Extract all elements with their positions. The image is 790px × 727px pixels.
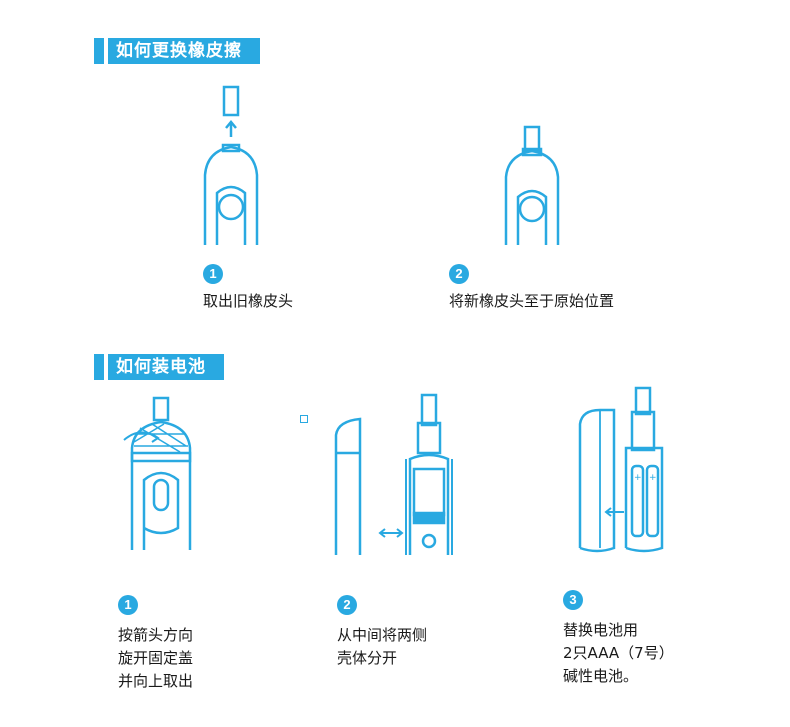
section-header-eraser: 如何更换橡皮擦 [94,38,260,64]
battery-step-2: 2 从中间将两侧 壳体分开 [337,595,427,670]
step-caption: 按箭头方向 旋开固定盖 并向上取出 [118,626,194,690]
step-number-badge: 2 [337,595,357,615]
step-caption: 将新橡皮头至于原始位置 [449,292,615,310]
step-number-badge: 1 [118,595,138,615]
step-caption: 取出旧橡皮头 [203,292,294,310]
header-accent-bar [94,354,104,380]
battery-step-1: 1 按箭头方向 旋开固定盖 并向上取出 [118,595,193,693]
illustration-rotate-cap [123,396,192,550]
illustration-remove-eraser [203,85,259,245]
step-caption: 从中间将两侧 壳体分开 [337,626,428,667]
section-title: 如何装电池 [108,354,224,380]
svg-text:+: + [634,473,642,483]
illustration-replace-batteries: + + [578,386,664,553]
step-number-badge: 3 [563,590,583,610]
battery-step-3: 3 替换电池用 2只AAA（7号） 碱性电池。 [563,590,674,688]
section-header-battery: 如何装电池 [94,354,224,380]
eraser-step-2: 2 将新橡皮头至于原始位置 [449,264,614,313]
step-caption: 替换电池用 2只AAA（7号） 碱性电池。 [563,621,674,685]
header-accent-bar [94,38,104,64]
section-title: 如何更换橡皮擦 [108,38,260,64]
illustration-insert-eraser [504,125,560,245]
illustration-separate-shells [334,393,453,555]
svg-text:+: + [649,473,657,483]
step-number-badge: 2 [449,264,469,284]
step-number-badge: 1 [203,264,223,284]
eraser-step-1: 1 取出旧橡皮头 [203,264,293,313]
decorative-square [300,415,308,423]
